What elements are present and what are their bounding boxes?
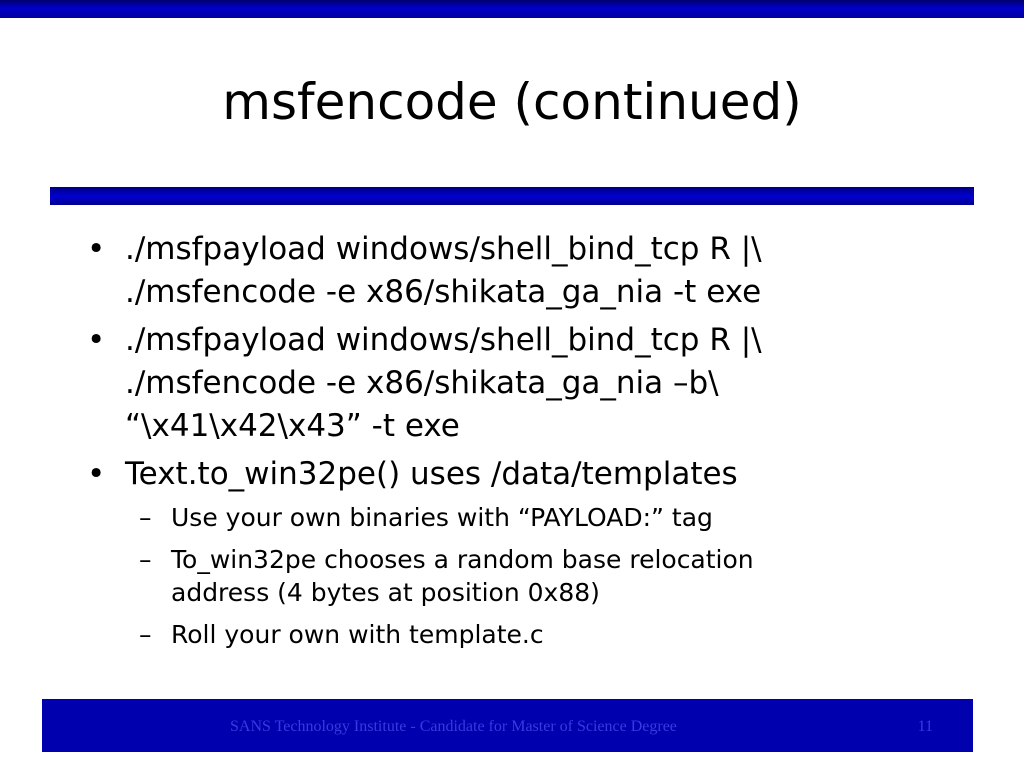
footer-bar: SANS Technology Institute - Candidate fo… bbox=[42, 699, 973, 752]
sub-bullet-item: – Use your own binaries with “PAYLOAD:” … bbox=[84, 501, 984, 534]
bullet-line: ./msfencode -e x86/shikata_ga_nia -t exe bbox=[125, 274, 762, 310]
sub-bullet-marker: – bbox=[139, 620, 152, 649]
bullet-line: Text.to_win32pe() uses /data/templates bbox=[125, 456, 738, 492]
bullet-line: ./msfpayload windows/shell_bind_tcp R |\ bbox=[125, 322, 762, 358]
bullet-line: ./msfencode -e x86/shikata_ga_nia –b\ bbox=[125, 365, 719, 401]
slide-title: msfencode (continued) bbox=[222, 73, 802, 131]
footer-text: SANS Technology Institute - Candidate fo… bbox=[230, 718, 677, 735]
bullet-item: • Text.to_win32pe() uses /data/templates bbox=[84, 453, 984, 496]
bullet-item: • ./msfpayload windows/shell_bind_tcp R … bbox=[84, 228, 984, 314]
page-number: 11 bbox=[917, 718, 933, 735]
sub-bullet-line: Use your own binaries with “PAYLOAD:” ta… bbox=[171, 503, 713, 532]
sub-bullet-marker: – bbox=[139, 545, 152, 574]
sub-bullet-item: – To_win32pe chooses a random base reloc… bbox=[84, 543, 984, 609]
bullet-marker: • bbox=[87, 456, 106, 492]
bullet-marker: • bbox=[87, 322, 106, 358]
sub-bullet-line: Roll your own with template.c bbox=[171, 620, 544, 649]
slide-content: • ./msfpayload windows/shell_bind_tcp R … bbox=[84, 228, 984, 660]
top-decorative-bar bbox=[0, 0, 1024, 18]
sub-bullet-item: – Roll your own with template.c bbox=[84, 618, 984, 651]
sub-bullet-marker: – bbox=[139, 503, 152, 532]
bullet-line: “\x41\x42\x43” -t exe bbox=[125, 408, 460, 444]
title-divider-bar bbox=[50, 187, 974, 205]
bullet-marker: • bbox=[87, 231, 106, 267]
bullet-line: ./msfpayload windows/shell_bind_tcp R |\ bbox=[125, 231, 762, 267]
bullet-item: • ./msfpayload windows/shell_bind_tcp R … bbox=[84, 319, 984, 448]
sub-bullet-line: address (4 bytes at position 0x88) bbox=[171, 578, 600, 607]
sub-bullet-line: To_win32pe chooses a random base relocat… bbox=[171, 545, 754, 574]
